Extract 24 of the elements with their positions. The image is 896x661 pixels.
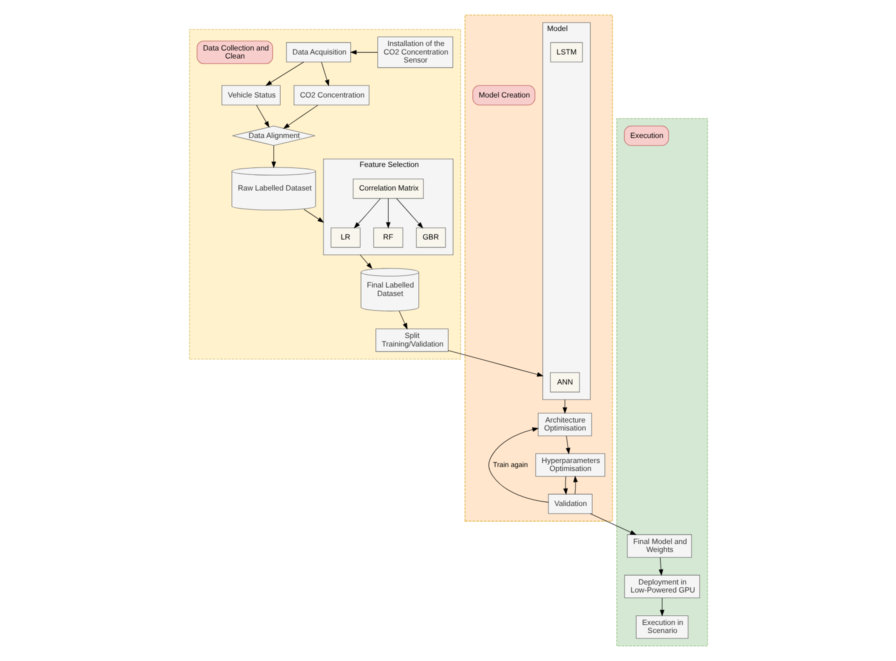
arrow <box>659 598 664 616</box>
cluster <box>464 14 612 522</box>
arrow <box>264 62 304 86</box>
arrow <box>396 198 423 228</box>
arrow <box>572 476 578 494</box>
arrow <box>353 198 380 228</box>
arrow <box>270 145 276 168</box>
arrow <box>658 557 663 576</box>
arrow <box>303 209 324 223</box>
arrow <box>562 399 567 414</box>
arrow <box>488 427 548 503</box>
arrow <box>562 476 568 495</box>
arrow <box>565 436 570 454</box>
arrow <box>398 310 408 330</box>
arrow <box>320 62 329 86</box>
arrow <box>359 254 372 270</box>
arrow <box>282 104 318 129</box>
arrow <box>350 50 378 55</box>
arrow <box>590 513 636 535</box>
arrow <box>448 350 544 377</box>
cluster <box>188 29 460 360</box>
cluster <box>616 118 708 646</box>
arrow <box>386 198 390 229</box>
arrow <box>256 104 269 128</box>
